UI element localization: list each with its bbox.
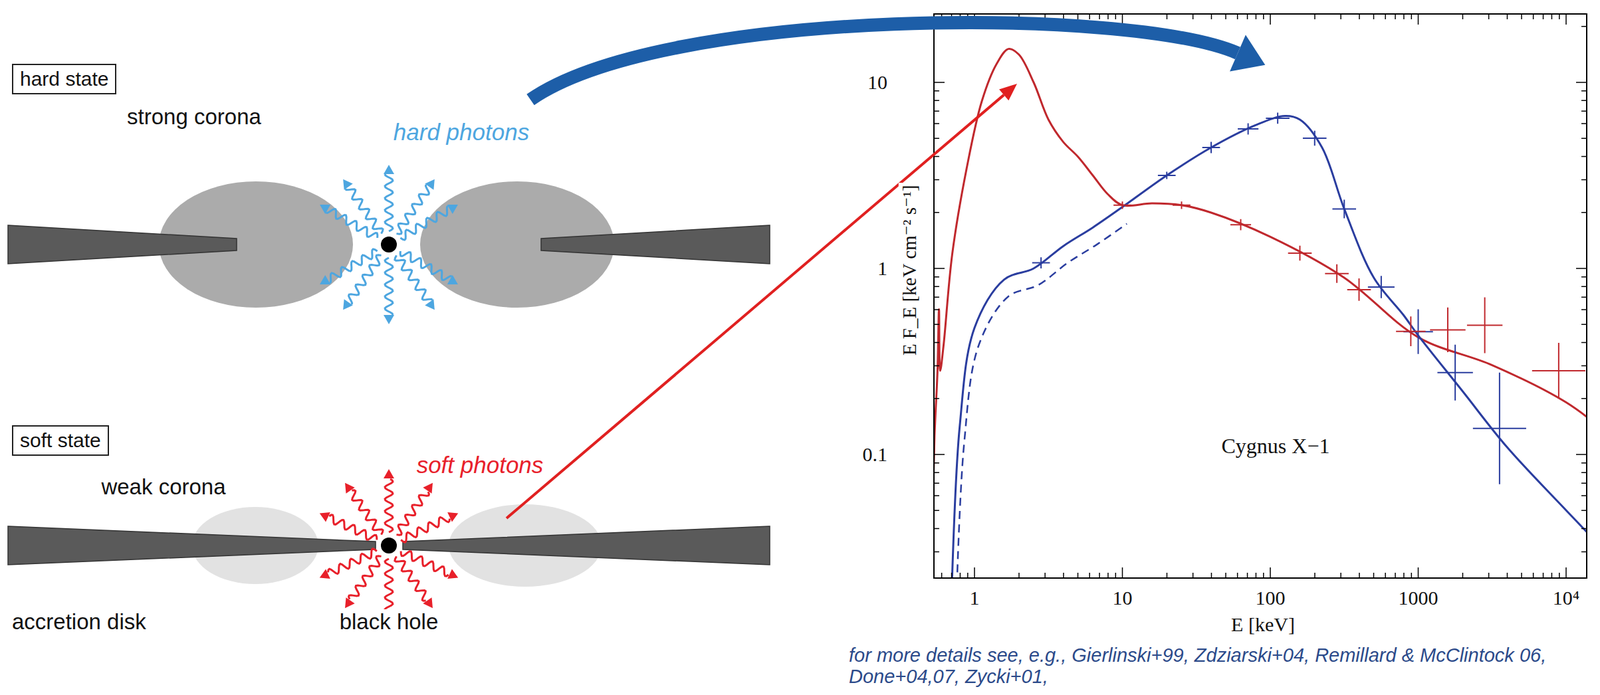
- photon-arrowhead: [342, 299, 353, 310]
- accretion-disk-shape: [7, 526, 376, 566]
- curved-arrow: [530, 22, 1238, 100]
- tick-label: 10: [1110, 586, 1135, 611]
- error-cross: [1202, 142, 1221, 154]
- part-label: accretion disk: [9, 609, 149, 635]
- photon-wave: [384, 174, 393, 232]
- state-label-box: hard state: [11, 63, 117, 95]
- accretion-disk-shape: [541, 225, 770, 264]
- straight-arrowhead: [999, 83, 1018, 101]
- region-label: weak corona: [99, 474, 228, 500]
- photon-wave: [396, 184, 429, 234]
- photon-wave: [384, 479, 393, 533]
- tick-label: 10: [865, 71, 890, 95]
- error-cross: [1332, 199, 1357, 219]
- photon-arrowhead: [319, 275, 331, 285]
- black-hole-symbol: [380, 537, 397, 554]
- plot-frame: [933, 13, 1587, 579]
- axis-title: E F_E [keV cm⁻² s⁻¹]: [898, 183, 920, 359]
- photon-arrowhead: [344, 483, 355, 494]
- photon-wave: [348, 556, 382, 600]
- photon-wave: [400, 517, 450, 543]
- error-cross: [1473, 372, 1527, 485]
- photon-wave: [329, 515, 377, 541]
- error-cross: [1347, 278, 1372, 302]
- photon-label: soft photons: [414, 452, 546, 479]
- photon-arrowhead: [383, 164, 395, 175]
- axis-ticks: [933, 13, 1587, 579]
- error-cross: [1172, 201, 1191, 209]
- photon-wave: [384, 559, 393, 613]
- error-cross: [1368, 275, 1395, 299]
- black-hole-symbol: [380, 236, 397, 253]
- error-cross: [1467, 297, 1503, 353]
- photon-wave: [325, 209, 378, 239]
- pointer-arrows: [506, 22, 1265, 519]
- error-cross: [1324, 264, 1349, 284]
- state-label-box: soft state: [11, 425, 110, 457]
- photon-arrowhead: [342, 179, 353, 191]
- state-name: hard state: [19, 67, 109, 90]
- photon-wave: [394, 556, 427, 601]
- photon-wave: [348, 255, 382, 305]
- photon-wave: [400, 551, 449, 577]
- error-cross: [1288, 245, 1313, 261]
- tick-label: 1: [875, 257, 890, 281]
- error-cross: [1302, 130, 1327, 146]
- accretion-disk-shape: [402, 526, 770, 566]
- photon-arrowhead: [447, 569, 458, 579]
- photon-arrowhead: [383, 315, 395, 325]
- citation-note: for more details see, e.g., Gierlinski+9…: [846, 644, 1589, 688]
- error-cross: [1437, 344, 1473, 401]
- error-cross: [1032, 257, 1051, 269]
- accretion-disk-shape: [7, 225, 237, 264]
- photon-arrowhead: [319, 569, 331, 579]
- photon-label: hard photons: [391, 118, 532, 146]
- photon-arrowhead: [447, 204, 458, 215]
- region-label: strong corona: [124, 104, 264, 130]
- model-curve-dashed: [955, 224, 1127, 579]
- straight-arrow: [506, 95, 1004, 519]
- plot-title: Cygnus X−1: [1219, 434, 1333, 459]
- state-name: soft state: [19, 429, 102, 452]
- spectrum-plot: [929, 13, 1600, 639]
- tick-label: 0.1: [860, 443, 891, 467]
- error-cross: [1113, 201, 1132, 209]
- photon-wave: [394, 255, 433, 300]
- soft-state-spectrum: [933, 48, 1587, 579]
- part-label: black hole: [337, 609, 441, 635]
- accretion-illustration: [7, 164, 770, 623]
- error-cross: [1157, 171, 1176, 179]
- photon-wave: [384, 257, 393, 316]
- axis-title: E [keV]: [1229, 613, 1297, 637]
- tick-label: 100: [1253, 586, 1288, 611]
- photon-arrowhead: [422, 483, 433, 494]
- tick-label: 1000: [1396, 586, 1441, 611]
- photon-arrowhead: [447, 512, 458, 523]
- error-cross: [1429, 307, 1466, 353]
- tick-label: 1: [967, 586, 982, 611]
- error-cross: [1395, 316, 1426, 347]
- error-cross: [1230, 219, 1252, 231]
- photon-arrowhead: [319, 512, 331, 523]
- photon-arrowhead: [447, 275, 458, 285]
- photon-arrowhead: [424, 179, 435, 191]
- error-cross: [1237, 123, 1259, 135]
- photon-wave: [328, 549, 377, 575]
- tick-label: 10⁴: [1550, 586, 1582, 611]
- photon-wave: [344, 189, 383, 234]
- photon-arrowhead: [344, 597, 355, 609]
- photon-wave: [396, 491, 429, 536]
- photon-wave: [400, 251, 453, 281]
- photon-arrowhead: [422, 597, 433, 609]
- photon-arrowhead: [424, 299, 435, 310]
- photon-arrowhead: [383, 469, 395, 479]
- error-cross: [1532, 342, 1586, 399]
- error-cross: [1265, 113, 1290, 125]
- photon-arrowhead: [319, 204, 331, 215]
- photon-wave: [351, 490, 383, 536]
- curved-arrowhead: [1229, 34, 1265, 72]
- hard-state-spectrum: [950, 115, 1587, 579]
